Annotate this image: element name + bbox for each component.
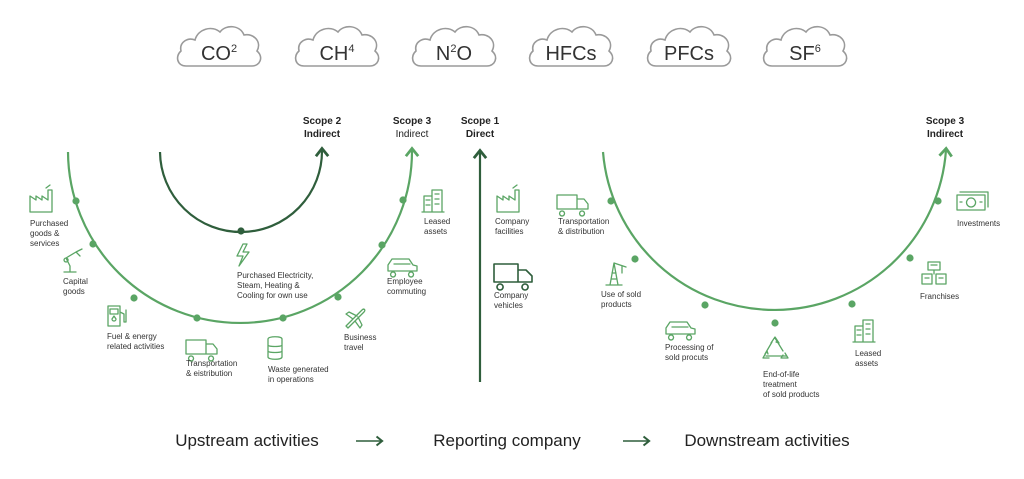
gas-label: HFCs — [545, 43, 596, 65]
gas-label: SF6 — [789, 43, 821, 65]
scope2-label: Scope 2 Indirect — [303, 116, 342, 140]
dot-use-of-sold — [631, 255, 639, 263]
scope3-left-sub: Indirect — [396, 129, 429, 140]
scope3-left-title: Scope 3 — [393, 116, 432, 127]
lightning-icon — [236, 243, 250, 267]
gas-clouds: CO2 CH4 N2O HFCs PFCs SF6 — [176, 25, 848, 67]
dot-transportation-down — [607, 197, 615, 205]
robot-arm-icon — [63, 248, 83, 273]
barrel-icon — [267, 336, 283, 360]
dot-leased-down — [848, 300, 856, 308]
dot-employee-commuting — [378, 241, 386, 249]
airplane-icon — [345, 308, 366, 329]
label-transportation-down: Transportation& distribution — [558, 217, 609, 236]
dot-transportation-up — [193, 314, 201, 322]
label-transportation-up: Transportation& eistribution — [186, 359, 237, 378]
scope2-arc — [158, 146, 330, 234]
upstream-activities-label: Upstream activities — [175, 431, 319, 450]
gas-label: CO2 — [201, 43, 237, 65]
car-icon — [387, 258, 418, 278]
scope3-right-title: Scope 3 — [926, 116, 965, 127]
dot-purchased-goods — [72, 197, 80, 205]
dot-franchises — [906, 254, 914, 262]
label-investments: Investments — [957, 219, 1000, 228]
gas-label: N2O — [436, 43, 472, 65]
dot-investments — [934, 197, 942, 205]
gas-cloud-4: PFCs — [646, 25, 732, 67]
gas-cloud-2: N2O — [411, 25, 497, 67]
fuel-pump-icon — [107, 305, 127, 327]
scope1-label: Scope 1 Direct — [461, 116, 500, 140]
scope3-right-sub: Indirect — [927, 129, 964, 140]
downstream-activities-label: Downstream activities — [684, 431, 849, 450]
upstream-arc — [66, 146, 420, 325]
gas-cloud-0: CO2 — [176, 25, 262, 67]
downstream-arc — [601, 146, 953, 312]
scope1-title: Scope 1 — [461, 116, 500, 127]
shops-icon — [921, 261, 947, 285]
scope2-sub: Indirect — [304, 129, 341, 140]
factory-icon-company — [496, 184, 520, 213]
gas-cloud-1: CH4 — [294, 25, 380, 67]
truck-icon — [185, 339, 218, 362]
recycle-icon — [762, 336, 789, 359]
money-icon — [956, 191, 989, 211]
gas-cloud-3: HFCs — [528, 25, 614, 67]
label-franchises: Franchises — [920, 292, 959, 301]
dot-processing — [701, 301, 709, 309]
dot-capital-goods — [89, 240, 97, 248]
gas-label: PFCs — [664, 43, 714, 65]
car-icon-down — [665, 321, 696, 341]
oil-rig-icon — [605, 262, 627, 286]
truck-icon-down — [556, 194, 589, 217]
dot-business-travel — [334, 293, 342, 301]
truck-icon-company — [493, 263, 533, 291]
dot-end-of-life — [771, 319, 779, 327]
building-icon — [421, 189, 445, 213]
scope3-left-label: Scope 3 Indirect — [393, 116, 432, 140]
dot-scope2 — [237, 227, 245, 235]
scope1-sub: Direct — [466, 129, 495, 140]
gas-label: CH4 — [319, 43, 354, 65]
label-purchased-electricity: Purchased Electricity,Steam, Heating &Co… — [237, 271, 313, 300]
dot-fuel-energy — [130, 294, 138, 302]
reporting-company-label: Reporting company — [433, 431, 581, 450]
arc-dots — [72, 196, 942, 327]
scope2-title: Scope 2 — [303, 116, 342, 127]
factory-icon — [29, 184, 53, 213]
building-icon-down — [852, 319, 876, 343]
gas-cloud-5: SF6 — [762, 25, 848, 67]
dot-leased-up — [399, 196, 407, 204]
dot-waste — [279, 314, 287, 322]
scope3-right-label: Scope 3 Indirect — [926, 116, 965, 140]
